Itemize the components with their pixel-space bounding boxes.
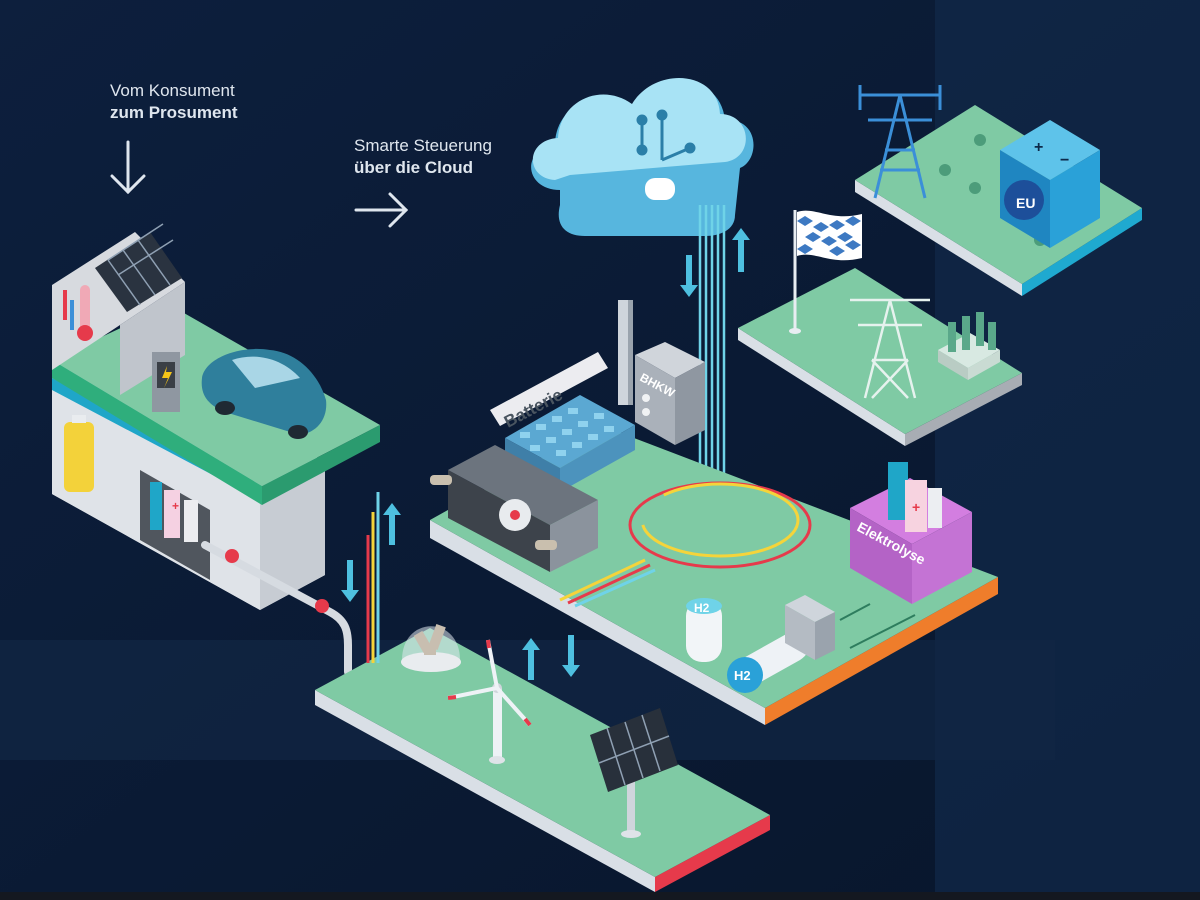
eu-minus-label: − [1060, 152, 1069, 169]
bavarian-flag [789, 210, 862, 334]
eu-battery-cube: EU + − [1000, 120, 1100, 248]
prosument-caption-line1: Vom Konsument [110, 81, 235, 100]
electric-car [201, 348, 327, 439]
control-ring [628, 481, 812, 569]
bavaria-pylon [850, 298, 930, 399]
house-storage-unit: + [140, 470, 210, 580]
h2-tube-label: H2 [734, 668, 751, 683]
transformer-station [938, 312, 1000, 380]
chimney [618, 300, 633, 405]
wallbox-charger [152, 352, 180, 412]
valve-icon-2 [315, 599, 329, 613]
cloud-arrow-up-icon [732, 228, 750, 272]
central-platform: BHKW Batterie [430, 300, 998, 725]
electrolysis-plus-label: + [912, 499, 920, 515]
platform-arrow-down-icon [562, 635, 580, 677]
grid-arrow-up-icon [383, 503, 401, 545]
arrow-down-icon [110, 140, 146, 195]
colored-cables [559, 558, 656, 608]
prosument-caption-line2: zum Prosument [110, 103, 238, 122]
processing-machine [430, 445, 598, 572]
cloud-caption: Smarte Steuerung über die Cloud [354, 135, 492, 179]
eu-grid-platform: EU + − [855, 85, 1142, 296]
renewable-platform [315, 492, 770, 892]
house-platform: + [52, 223, 380, 676]
bhkw-building: BHKW [635, 342, 705, 445]
cloud-caption-line2: über die Cloud [354, 158, 473, 177]
house-pipe [201, 541, 352, 676]
eu-plus-label: + [1034, 139, 1043, 156]
cloud-caption-line1: Smarte Steuerung [354, 136, 492, 155]
grid-arrow-down-icon [341, 560, 359, 602]
pipeline-arrows [839, 603, 916, 649]
electrolysis-unit: + Elektrolyse [850, 462, 972, 604]
bottom-bar [0, 892, 1200, 900]
arrow-right-icon [354, 192, 409, 228]
battery-icon-house [64, 415, 94, 492]
eu-pylon [858, 85, 942, 199]
cloud-arrow-down-icon [680, 255, 698, 297]
bavaria-grid-platform [738, 210, 1022, 446]
valve-icon-1 [225, 549, 239, 563]
solar-panel-roof [95, 223, 182, 312]
solar-panel-tracker [590, 708, 678, 838]
platform-arrow-up-icon [522, 638, 540, 680]
h2-tank: H2 [686, 598, 722, 662]
thermometer-icon [63, 285, 93, 341]
storage-plus-label: + [172, 499, 179, 513]
cloud-icon [531, 78, 754, 236]
vertical-cables [366, 492, 380, 663]
wind-turbine [447, 639, 532, 764]
h2-tank-label: H2 [694, 601, 710, 615]
biomass-dome [401, 624, 461, 672]
eu-label: EU [1016, 195, 1035, 211]
prosument-caption: Vom Konsument zum Prosument [110, 80, 238, 124]
compressor-units [785, 595, 835, 660]
